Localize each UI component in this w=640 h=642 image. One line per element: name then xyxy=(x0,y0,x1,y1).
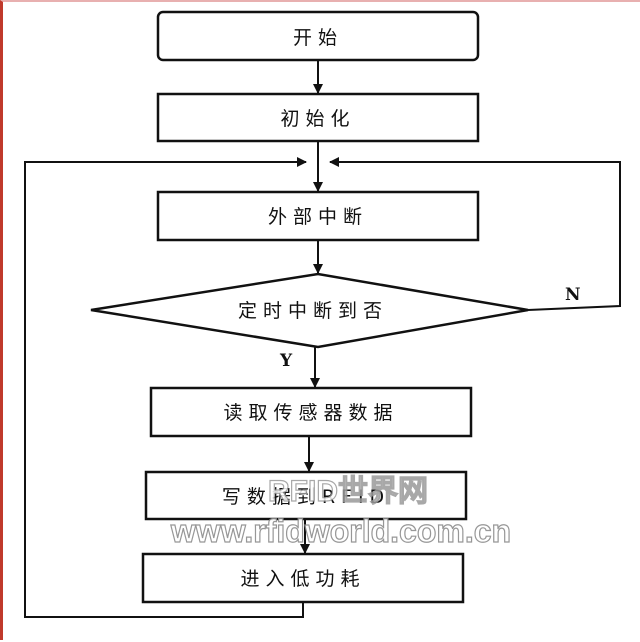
flowchart-diagram: 开始 初始化 外部中断 定时中断到否 读取传感器数据 写数据到RFID 进入低功… xyxy=(24,10,621,618)
external-interrupt-node: 外部中断 xyxy=(156,190,480,242)
write-data-label: 写数据到RFID xyxy=(222,486,390,508)
low-power-label: 进入低功耗 xyxy=(240,568,365,590)
start-node: 开始 xyxy=(156,10,480,62)
timer-decision-label: 定时中断到否 xyxy=(238,300,388,322)
loop-no-branch xyxy=(329,157,621,311)
yes-label: Y xyxy=(279,351,293,371)
timer-decision-node: 定时中断到否 xyxy=(90,272,529,349)
read-sensor-node: 读取传感器数据 xyxy=(149,386,473,438)
init-label: 初始化 xyxy=(280,108,355,130)
write-data-node: 写数据到RFID xyxy=(144,470,468,521)
watermark-url: www.rfidworld.com.cn xyxy=(170,513,511,549)
read-sensor-label: 读取传感器数据 xyxy=(223,402,398,424)
low-power-node: 进入低功耗 xyxy=(141,552,465,604)
loop-back-line xyxy=(24,157,307,618)
external-interrupt-label: 外部中断 xyxy=(268,206,368,228)
no-label: N xyxy=(565,285,581,305)
init-node: 初始化 xyxy=(156,92,480,143)
start-label: 开始 xyxy=(293,27,343,49)
watermark-brand: RFID世界网 xyxy=(268,475,428,508)
